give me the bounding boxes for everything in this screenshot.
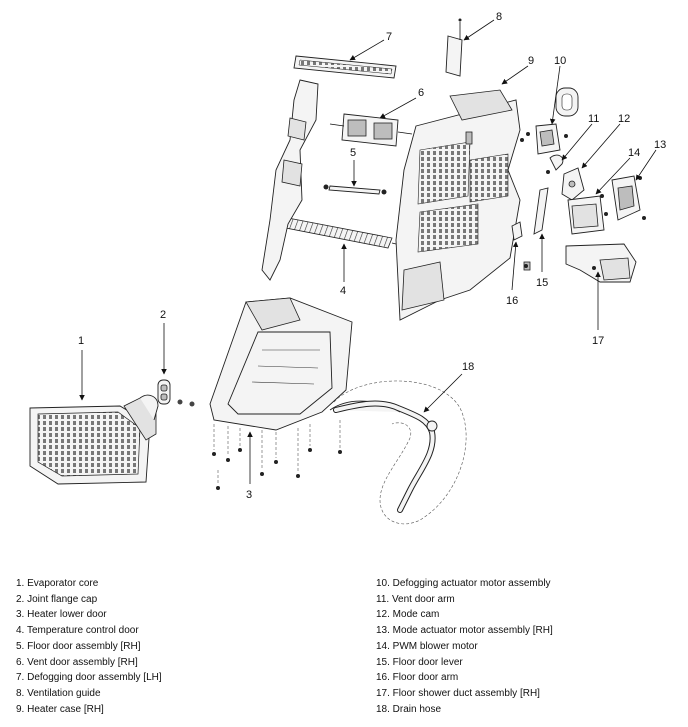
legend-item: 8. Ventilation guide [16,687,101,699]
callout-14: 14 [628,147,640,159]
legend-item: 11. Vent door arm [376,593,455,605]
callout-6: 6 [418,87,424,99]
callout-7: 7 [386,31,392,43]
screw-group [177,399,342,490]
legend-item: 15. Floor door lever [376,656,463,668]
floor-door-assembly-rh [323,184,387,195]
callout-11: 11 [588,113,599,125]
vent-door-arm [549,154,564,171]
callout-4: 4 [340,285,346,297]
callout-2: 2 [160,309,166,321]
legend-item: 16. Floor door arm [376,672,459,684]
fastener-group [520,138,550,268]
legend-left-column: 1. Evaporator core 2. Joint flange cap 3… [16,576,162,717]
legend-item: 12. Mode cam [376,609,440,621]
legend-item: 10. Defogging actuator motor assembly [376,578,551,589]
evaporator-core [29,394,159,485]
callout-16: 16 [506,295,518,307]
legend-item: 1. Evaporator core [16,578,99,589]
defogging-actuator-motor-assembly [526,87,579,155]
heater-case-lh-panel [261,79,319,281]
floor-door-lever [533,187,549,235]
callout-5: 5 [350,147,356,159]
legend-item: 17. Floor shower duct assembly [RH] [376,687,540,699]
callout-9: 9 [528,55,534,67]
defogging-door-assembly-lh [293,55,397,79]
heater-case-rh [395,89,531,321]
exploded-parts-diagram: 1 2 3 4 5 6 7 8 9 10 11 12 13 14 15 16 1… [29,11,666,525]
floor-door-arm [511,221,523,241]
ventilation-guide [445,18,463,77]
drain-hose [333,380,467,525]
temperature-control-door [281,217,401,249]
callout-15: 15 [536,277,548,289]
callout-1: 1 [78,335,84,347]
floor-shower-duct-assembly-rh [565,243,637,283]
legend-item: 13. Mode actuator motor assembly [RH] [376,625,553,637]
callout-13: 13 [654,139,666,151]
legend-item: 2. Joint flange cap [16,593,98,605]
legend-item: 18. Drain hose [376,703,442,715]
heater-lower-door [177,297,401,490]
legend-item: 5. Floor door assembly [RH] [16,640,141,652]
legend-item: 4. Temperature control door [16,625,139,637]
callout-8: 8 [496,11,502,23]
callout-17: 17 [592,335,604,347]
legend-item: 9. Heater case [RH] [16,703,104,715]
mode-cam [561,167,585,201]
callout-labels: 1 2 3 4 5 6 7 8 9 10 11 12 13 14 15 16 1… [78,11,666,501]
leader-arrows [79,19,657,484]
vent-door-assembly-rh [329,113,413,147]
legend-item: 14. PWM blower motor [376,640,478,652]
joint-flange-cap [157,379,171,405]
legend-item: 3. Heater lower door [16,609,107,621]
legend-right-column: 10. Defogging actuator motor assembly 11… [376,576,553,717]
callout-18: 18 [462,361,474,373]
pwm-blower-motor [567,195,608,235]
legend-item: 7. Defogging door assembly [LH] [16,672,162,684]
callout-12: 12 [618,113,630,125]
callout-3: 3 [246,489,252,501]
legend-item: 6. Vent door assembly [RH] [16,656,138,668]
callout-10: 10 [554,55,566,67]
